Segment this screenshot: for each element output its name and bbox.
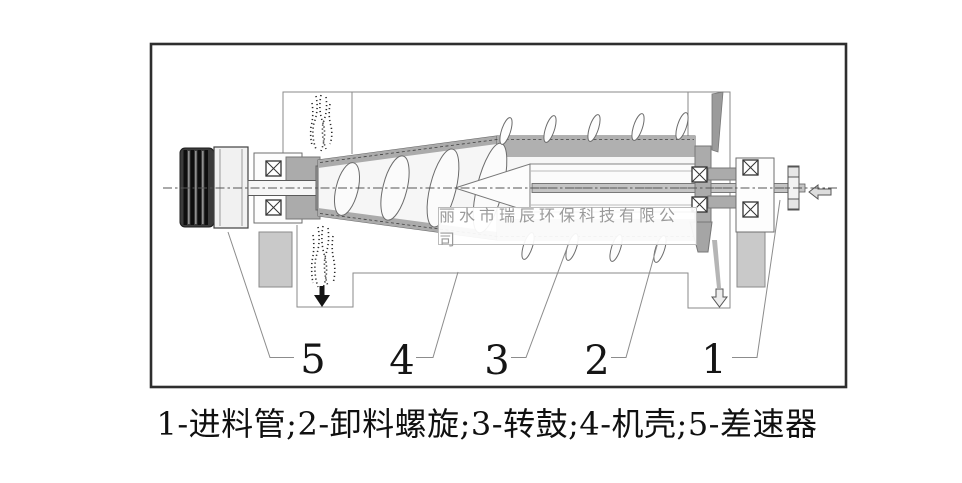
bowl-wall-top [318, 136, 497, 168]
feed-direction-arrow-icon [808, 183, 832, 201]
screw-flight [675, 112, 689, 140]
watermark-text: 丽水市瑞辰环保科技有限公司 [439, 206, 680, 249]
support-foot-left [258, 231, 293, 288]
liquid-discharge-arrow-icon [711, 288, 728, 308]
liquid-stream [712, 240, 721, 288]
bearing-icon [691, 166, 708, 183]
leader-line-3 [511, 239, 571, 358]
watermark-box: 丽水市瑞辰环保科技有限公司 [438, 206, 697, 249]
screw-flight [543, 115, 557, 143]
leader-line-5 [227, 231, 294, 358]
leader-lines [227, 199, 781, 358]
leader-line-2 [611, 241, 659, 358]
bearing-icon [742, 159, 759, 176]
end-plate-wedge [711, 91, 724, 153]
callout-number-1: 1 [701, 337, 727, 383]
caption: 1-进料管;2-卸料螺旋;3-转鼓;4-机壳;5-差速器 [156, 405, 818, 443]
belt-pulley [179, 147, 215, 228]
screw-flight [587, 114, 601, 142]
solids-discharge-arrow-icon [314, 286, 330, 307]
screw-flight [631, 113, 645, 141]
callout-number-4: 4 [389, 338, 415, 384]
bearing-icon [265, 160, 282, 177]
leader-line-1 [732, 199, 781, 358]
support-foot-right [736, 222, 766, 288]
callout-number-3: 3 [484, 338, 510, 384]
leader-line-4 [416, 271, 459, 358]
bearing-icon [742, 201, 759, 218]
callout-number-2: 2 [584, 338, 610, 384]
differential-gearbox [213, 146, 249, 229]
screw-flight [333, 162, 361, 216]
bearing-icon [265, 199, 282, 216]
screw-flight [499, 117, 513, 145]
solids-particles-bottom [310, 225, 336, 289]
callout-number-5: 5 [300, 337, 326, 383]
solids-particles-top [309, 94, 333, 152]
